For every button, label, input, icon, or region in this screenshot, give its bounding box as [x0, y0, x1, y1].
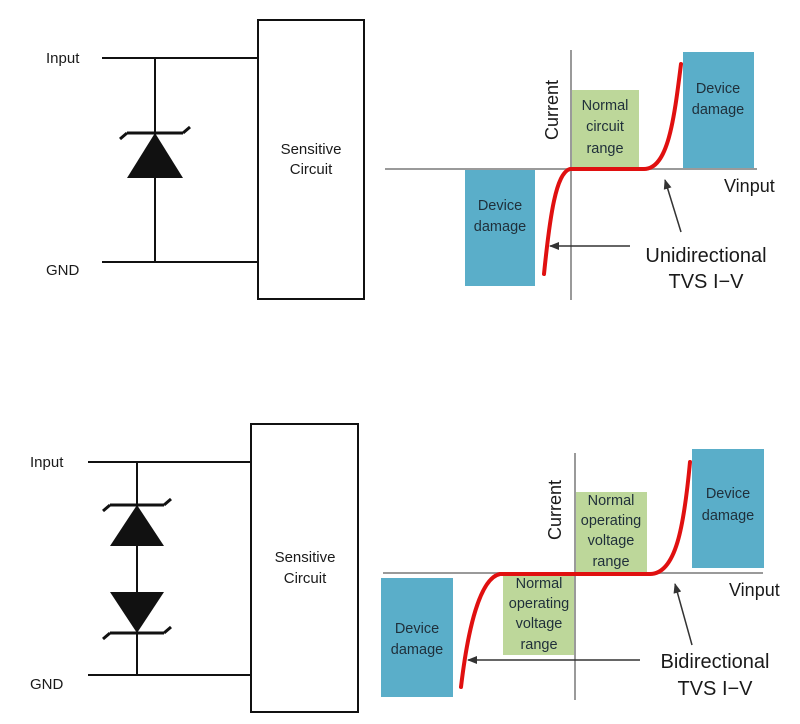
- top-normal-label-line3: range: [586, 141, 623, 157]
- bottom-iv-curve: [459, 460, 692, 689]
- top-normal-label-line2: circuit: [586, 119, 624, 135]
- bottom-gnd-label: GND: [30, 676, 64, 693]
- top-callout-line1: Unidirectional: [645, 245, 766, 267]
- top-normal-label-line1: Normal: [582, 98, 629, 114]
- bottom-normal-bottom-line3: voltage: [516, 616, 563, 632]
- bottom-axis-y-label: Current: [545, 480, 565, 540]
- top-iv-curve: [542, 62, 683, 276]
- bottom-normal-range-zone-top: [575, 492, 647, 573]
- bottom-damage-left-line2: damage: [391, 642, 443, 658]
- bottom-normal-range-zone-bottom: [503, 574, 575, 655]
- bottom-normal-top-line2: operating: [581, 513, 641, 529]
- top-damage-zone-left: [465, 170, 535, 286]
- top-normal-range-zone: [571, 90, 639, 168]
- top-damage-right-line1: Device: [696, 81, 740, 97]
- top-input-label: Input: [46, 50, 80, 67]
- top-circuit-schematic: Input GND Sensitive Circuit: [46, 19, 365, 300]
- top-iv-graph: Normal circuit range Device damage Devic…: [385, 50, 775, 300]
- bottom-callout-line1: Bidirectional: [661, 651, 770, 673]
- bottom-axis-x-label: Vinput: [729, 580, 780, 600]
- bottom-damage-right-line1: Device: [706, 486, 750, 502]
- bottom-damage-right-line2: damage: [702, 508, 754, 524]
- bottom-tvs-diode-upper-icon: [102, 497, 172, 546]
- top-box-label-line2: Circuit: [290, 161, 333, 178]
- bottom-damage-zone-right: [692, 449, 764, 568]
- top-damage-zone-right: [683, 52, 754, 168]
- bottom-iv-graph: Normal operating voltage range Normal op…: [381, 449, 780, 700]
- top-unidirectional-section: Input GND Sensitive Circuit Normal circu…: [46, 19, 775, 300]
- top-box-label-line1: Sensitive: [281, 141, 342, 158]
- top-callout-arrow-right: [663, 179, 682, 233]
- top-axis-x-label: Vinput: [724, 176, 775, 196]
- bottom-damage-zone-left: [381, 578, 453, 697]
- bottom-callout-line2: TVS I−V: [677, 678, 753, 700]
- top-damage-left-line2: damage: [474, 219, 526, 235]
- bottom-box-label-line2: Circuit: [284, 570, 327, 587]
- top-damage-left-line1: Device: [478, 198, 522, 214]
- bottom-sensitive-circuit-box: [250, 423, 359, 713]
- bottom-input-label: Input: [30, 454, 64, 471]
- bottom-circuit-schematic: Input GND Sensitive Circuit: [30, 423, 359, 713]
- bottom-damage-left-line1: Device: [395, 621, 439, 637]
- bottom-normal-bottom-line4: range: [520, 637, 557, 653]
- top-sensitive-circuit-box: [257, 19, 365, 300]
- bottom-bidirectional-section: Input GND Sensitive Circuit Normal opera…: [30, 423, 780, 713]
- bottom-tvs-diode-lower-icon: [102, 592, 172, 641]
- bottom-normal-top-line3: voltage: [588, 533, 635, 549]
- bottom-normal-bottom-line1: Normal: [516, 576, 563, 592]
- top-gnd-label: GND: [46, 262, 80, 279]
- bottom-callout-arrow-right: [673, 583, 693, 646]
- top-tvs-diode-icon: [119, 125, 191, 178]
- bottom-box-label-line1: Sensitive: [275, 549, 336, 566]
- bottom-normal-bottom-line2: operating: [509, 596, 569, 612]
- top-axis-y-label: Current: [542, 80, 562, 140]
- bottom-normal-top-line1: Normal: [588, 493, 635, 509]
- top-damage-right-line2: damage: [692, 102, 744, 118]
- bottom-normal-top-line4: range: [592, 554, 629, 570]
- top-callout-line2: TVS I−V: [668, 271, 744, 293]
